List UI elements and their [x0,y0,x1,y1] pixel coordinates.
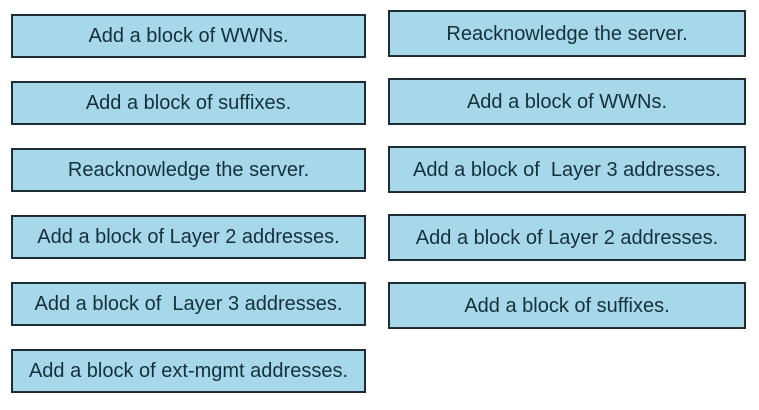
option-box-right-5[interactable]: Add a block of suffixes. [388,282,746,329]
option-box-right-4[interactable]: Add a block of Layer 2 addresses. [388,214,746,261]
option-box-right-1[interactable]: Reacknowledge the server. [388,10,746,57]
option-box-left-2[interactable]: Add a block of suffixes. [11,81,366,125]
option-box-left-4[interactable]: Add a block of Layer 2 addresses. [11,215,366,259]
option-label: Add a block of WWNs. [88,25,289,47]
option-label: Add a block of WWNs. [466,90,668,113]
option-label: Reacknowledge the server. [67,159,310,181]
option-label: Add a block of ext-mgmt addresses. [28,360,349,382]
right-options-column: Reacknowledge the server. Add a block of… [388,10,746,329]
option-box-left-6[interactable]: Add a block of ext-mgmt addresses. [11,349,366,393]
option-box-left-1[interactable]: Add a block of WWNs. [11,14,366,58]
option-box-right-3[interactable]: Add a block of Layer 3 addresses. [388,146,746,193]
option-label: Add a block of Layer 3 addresses. [413,158,721,181]
option-box-left-3[interactable]: Reacknowledge the server. [11,148,366,192]
option-label: Add a block of suffixes. [85,92,292,114]
option-box-left-5[interactable]: Add a block of Layer 3 addresses. [11,282,366,326]
option-label: Add a block of Layer 3 addresses. [34,293,343,315]
option-box-right-2[interactable]: Add a block of WWNs. [388,78,746,125]
left-options-column: Add a block of WWNs. Add a block of suff… [11,14,366,393]
option-label: Add a block of Layer 2 addresses. [37,226,340,248]
option-label: Add a block of suffixes. [464,294,670,317]
option-label: Reacknowledge the server. [446,22,688,45]
option-label: Add a block of Layer 2 addresses. [415,226,719,249]
